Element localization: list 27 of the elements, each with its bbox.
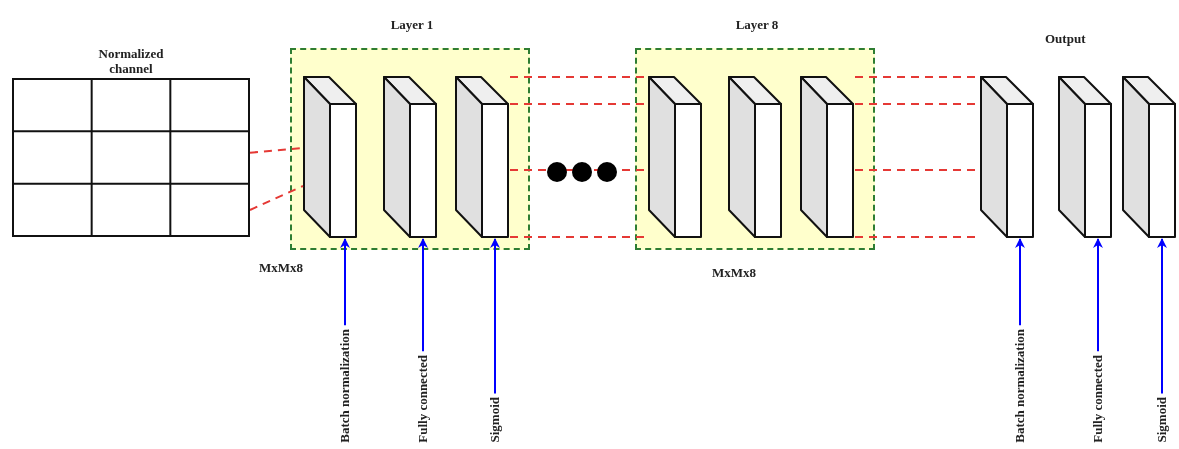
vertical-label: Sigmoid: [1155, 397, 1169, 443]
layer-title: Layer 8: [734, 17, 780, 32]
prism-block: [1058, 76, 1113, 239]
arrow: [1157, 238, 1167, 395]
prism-block: [728, 76, 783, 239]
prism-block: [455, 76, 510, 239]
dimension-text: MxMx8: [259, 260, 304, 275]
arrow: [490, 238, 500, 395]
prism-block: [980, 76, 1035, 239]
prism-block: [1122, 76, 1177, 239]
vertical-label: Sigmoid: [488, 397, 502, 443]
arrow: [1093, 238, 1103, 353]
prism-block: [800, 76, 855, 239]
prism-block: [383, 76, 438, 239]
arrow: [418, 238, 428, 353]
vertical-label: Fully connected: [416, 355, 430, 443]
column-title: Output: [1045, 31, 1086, 46]
vertical-label: Batch normalization: [1013, 329, 1027, 443]
prism-block: [303, 76, 358, 239]
grid-heading: Normalized channel: [97, 46, 165, 76]
vertical-label: Fully connected: [1091, 355, 1105, 443]
arrow: [1015, 238, 1025, 327]
dimension-text: MxMx8: [712, 265, 757, 280]
vertical-label: Batch normalization: [338, 329, 352, 443]
prism-block: [648, 76, 703, 239]
layer-title: Layer 1: [389, 17, 435, 32]
arrow: [340, 238, 350, 327]
